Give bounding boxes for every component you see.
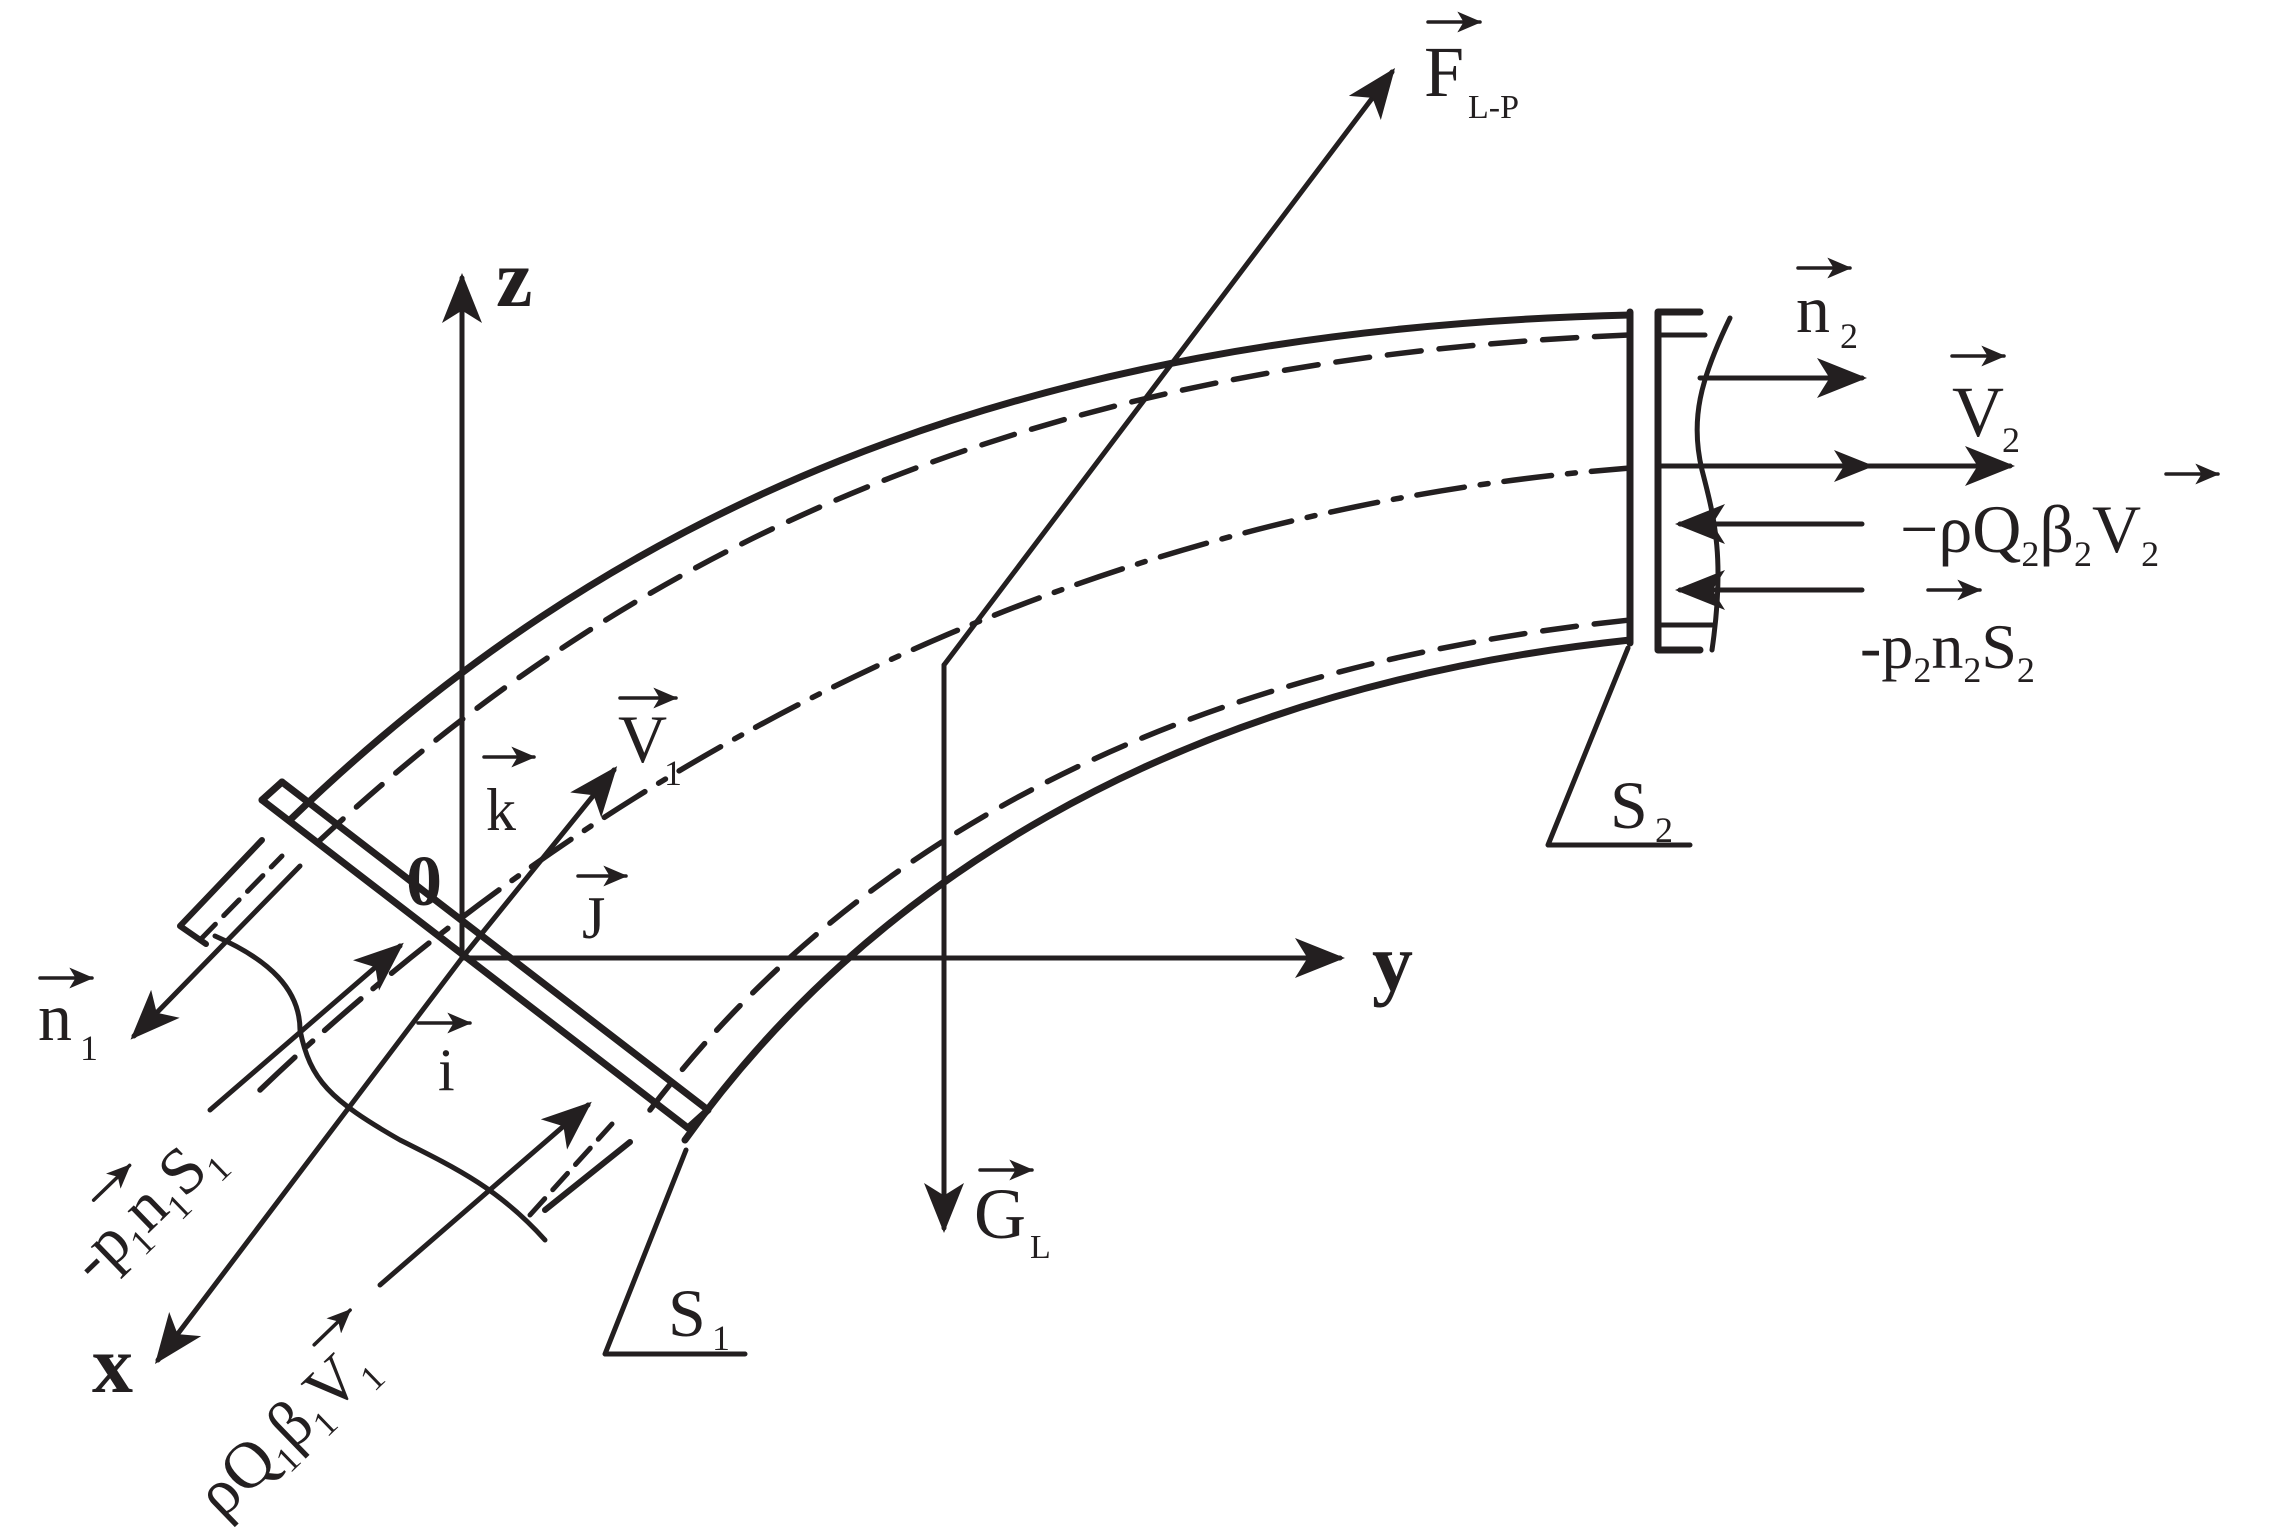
pressure-force-inlet: -p1n1S1 <box>55 942 404 1301</box>
inlet-stub-bottom <box>542 1139 633 1213</box>
outlet-flange <box>1626 308 1704 654</box>
momentum-flux-outlet: −ρQ2β2V2 <box>1675 463 2220 574</box>
inlet-stub-dashed-bottom <box>527 1121 615 1218</box>
pressure-inlet-label: -p1n1S1 <box>55 1119 239 1301</box>
reaction-force-f: F L-P <box>941 11 1519 668</box>
outlet-profile-edge <box>1655 332 1715 628</box>
pressure-outlet-label: -p2n2S2 <box>1860 611 2035 690</box>
pipe-inner-wall-bottom <box>647 617 1633 1113</box>
momentum-inlet-label: ρQ1β1V1 <box>182 1328 393 1532</box>
unit-vector-i: i <box>416 1012 472 1103</box>
z-axis-label: z <box>496 233 532 324</box>
unit-vector-k: k <box>482 746 536 843</box>
svg-text:2: 2 <box>2002 420 2020 460</box>
normal-n2: n 2 <box>1697 257 1867 398</box>
pipe-outer-wall-bottom <box>681 636 1634 1144</box>
svg-text:J: J <box>582 885 605 951</box>
pipe-bend <box>177 308 1733 1243</box>
coordinate-axes: z y x 0 <box>92 233 1413 1410</box>
svg-text:n: n <box>1796 271 1830 347</box>
svg-text:S: S <box>1610 767 1648 843</box>
svg-text:V: V <box>1952 372 2004 452</box>
section-s2: S 2 <box>1545 645 1693 850</box>
svg-text:L: L <box>1030 1229 1051 1266</box>
svg-text:2: 2 <box>1840 316 1858 356</box>
svg-text:1: 1 <box>664 753 682 793</box>
svg-text:G: G <box>974 1174 1026 1254</box>
svg-text:1: 1 <box>80 1028 98 1068</box>
momentum-flux-inlet: ρQ1β1V1 <box>182 1101 592 1532</box>
svg-text:k: k <box>486 777 516 843</box>
pipe-centerline <box>257 465 1633 1093</box>
y-axis-label: y <box>1372 917 1413 1008</box>
origin-label: 0 <box>406 841 442 921</box>
inlet-velocity-profile <box>212 933 548 1243</box>
pressure-force-outlet: -p2n2S2 <box>1675 570 2035 690</box>
inlet-stub-dashed <box>197 853 285 943</box>
normal-n1: n 1 <box>38 863 303 1068</box>
x-axis-label: x <box>92 1319 133 1410</box>
svg-text:n: n <box>38 979 72 1055</box>
unit-vectors: k J i <box>416 746 628 1103</box>
unit-vector-j: J <box>576 865 628 951</box>
svg-text:1: 1 <box>712 1318 730 1358</box>
pipe-outer-wall-top <box>286 311 1634 824</box>
outlet-velocity-profile <box>1694 315 1733 653</box>
x-axis <box>154 955 465 1364</box>
section-s1: S 1 <box>602 1147 748 1358</box>
velocity-v2: V 2 <box>1655 345 2020 486</box>
inlet-flange-caps <box>258 778 712 1132</box>
svg-text:i: i <box>438 1037 455 1103</box>
svg-text:V: V <box>618 701 667 777</box>
momentum-outlet-label: −ρQ2β2V2 <box>1900 491 2159 574</box>
svg-text:S: S <box>668 1275 706 1351</box>
velocity-v1: V 1 <box>459 687 682 961</box>
svg-text:L-P: L-P <box>1468 89 1519 126</box>
svg-text:F: F <box>1424 32 1464 112</box>
svg-text:2: 2 <box>1655 810 1673 850</box>
gravity-force-g: G L <box>924 662 1051 1266</box>
inlet-flange <box>258 778 712 1132</box>
